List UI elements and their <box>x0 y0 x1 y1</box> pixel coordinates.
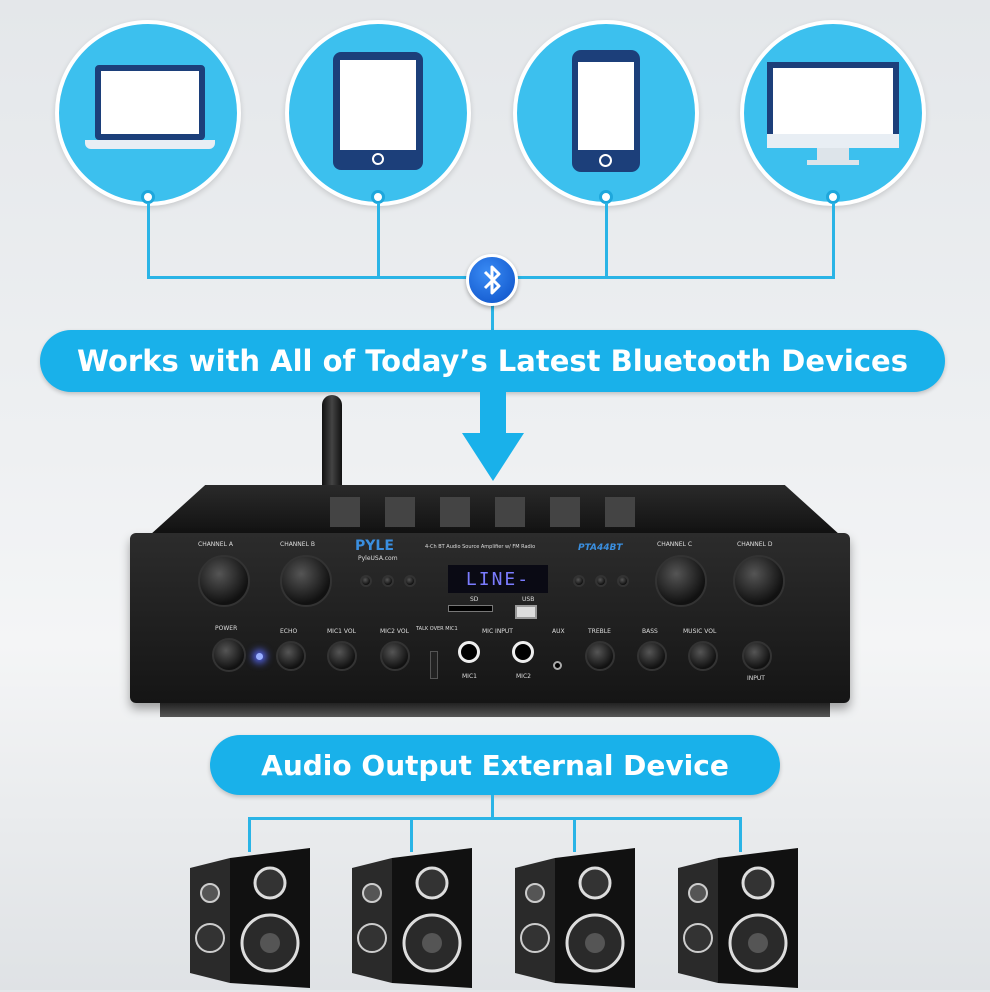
power-button[interactable] <box>212 638 246 672</box>
channel-a-knob[interactable] <box>198 555 250 607</box>
arrow-shaft <box>480 390 506 435</box>
connector-line <box>832 203 835 278</box>
label-mic1-vol: MIC1 VOL <box>327 628 356 635</box>
display-text: LINE- <box>465 568 531 590</box>
aux-jack[interactable] <box>553 661 562 670</box>
label-sd: SD <box>470 596 479 603</box>
tablet-icon <box>333 52 423 170</box>
model-number: PTA44BT <box>578 543 623 553</box>
sd-card-slot[interactable] <box>448 605 493 612</box>
next-button[interactable] <box>404 575 416 587</box>
usb-port[interactable] <box>515 605 537 619</box>
device-laptop <box>55 20 241 206</box>
label-power: POWER <box>215 625 238 632</box>
bass-knob[interactable] <box>637 641 667 671</box>
connector-line <box>248 817 251 852</box>
play-pause-button[interactable] <box>382 575 394 587</box>
connector-line <box>491 795 494 819</box>
mic2-jack[interactable] <box>512 641 534 663</box>
laptop-icon <box>85 65 215 150</box>
power-led <box>256 653 263 660</box>
amplifier-front-panel: CHANNEL A CHANNEL B CHANNEL C CHANNEL D … <box>130 533 850 703</box>
brand-logo: PYLE <box>355 538 394 554</box>
treble-knob[interactable] <box>585 641 615 671</box>
connector-line <box>491 300 494 335</box>
connector-line <box>410 817 413 852</box>
lcd-display: LINE- <box>448 565 548 593</box>
banner-top: Works with All of Today’s Latest Bluetoo… <box>40 330 945 392</box>
connector-line <box>248 817 742 820</box>
label-usb: USB <box>522 596 535 603</box>
connector-line <box>605 203 608 278</box>
amplifier-base <box>160 703 830 717</box>
label-talk-over: TALK OVER MIC1 <box>416 626 458 632</box>
stop-button[interactable] <box>573 575 585 587</box>
echo-knob[interactable] <box>276 641 306 671</box>
website: PyleUSA.com <box>358 555 398 562</box>
speaker-icon <box>515 848 635 988</box>
phone-icon <box>572 50 640 172</box>
arrow-down-icon <box>462 433 524 481</box>
label-echo: ECHO <box>280 628 298 635</box>
connector-line <box>147 203 150 278</box>
description: 4-Ch BT Audio Source Amplifier w/ FM Rad… <box>425 544 536 550</box>
fm-button[interactable] <box>595 575 607 587</box>
label-treble: TREBLE <box>588 628 611 635</box>
connector-line <box>739 817 742 852</box>
label-channel-d: CHANNEL D <box>737 541 773 548</box>
prev-button[interactable] <box>360 575 372 587</box>
speaker-icon <box>678 848 798 988</box>
desktop-monitor-icon <box>767 62 899 167</box>
mode-button[interactable] <box>617 575 629 587</box>
connector-line <box>377 203 380 278</box>
channel-d-knob[interactable] <box>733 555 785 607</box>
label-music-vol: MUSIC VOL <box>683 628 717 635</box>
connector-dot <box>141 190 155 204</box>
connector-dot <box>826 190 840 204</box>
input-selector-knob[interactable] <box>742 641 772 671</box>
connector-line <box>573 817 576 852</box>
music-vol-knob[interactable] <box>688 641 718 671</box>
label-channel-c: CHANNEL C <box>657 541 693 548</box>
label-mic1: MIC1 <box>462 673 477 680</box>
mic1-vol-knob[interactable] <box>327 641 357 671</box>
bluetooth-icon <box>466 254 518 306</box>
talk-over-switch[interactable] <box>430 651 438 679</box>
label-bass: BASS <box>642 628 658 635</box>
channel-b-knob[interactable] <box>280 555 332 607</box>
label-aux: AUX <box>552 628 565 635</box>
label-channel-a: CHANNEL A <box>198 541 233 548</box>
mic2-vol-knob[interactable] <box>380 641 410 671</box>
banner-bottom: Audio Output External Device <box>210 735 780 795</box>
label-mic-input: MIC INPUT <box>482 628 513 635</box>
connector-dot <box>599 190 613 204</box>
label-mic2-vol: MIC2 VOL <box>380 628 409 635</box>
channel-c-knob[interactable] <box>655 555 707 607</box>
banner-bottom-text: Audio Output External Device <box>261 748 729 782</box>
amplifier <box>150 485 840 535</box>
speaker-icon <box>190 848 310 988</box>
speaker-icon <box>352 848 472 988</box>
label-mic2: MIC2 <box>516 673 531 680</box>
label-input: INPUT <box>747 675 765 682</box>
banner-top-text: Works with All of Today’s Latest Bluetoo… <box>77 344 908 378</box>
label-channel-b: CHANNEL B <box>280 541 315 548</box>
mic1-jack[interactable] <box>458 641 480 663</box>
connector-dot <box>371 190 385 204</box>
